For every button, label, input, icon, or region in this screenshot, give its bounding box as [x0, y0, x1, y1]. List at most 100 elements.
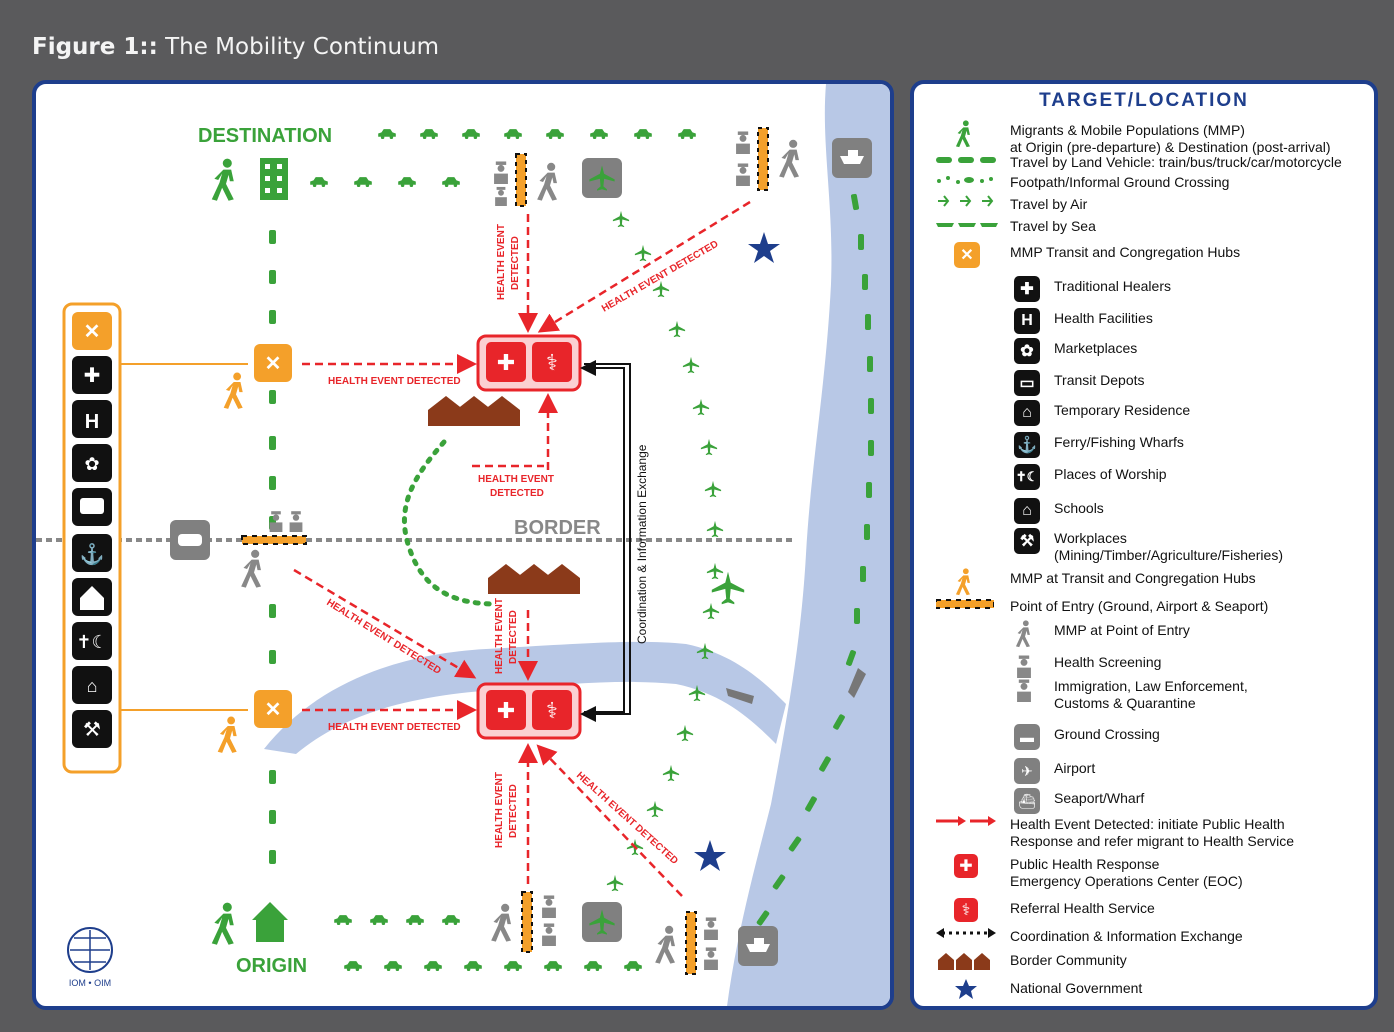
- legend-item-line1: Health Event Detected: initiate Public H…: [1010, 816, 1285, 832]
- legend-item-line1: Coordination & Information Exchange: [1010, 928, 1243, 944]
- poe-origin-seaport: [655, 911, 718, 975]
- iom-logo: IOM • OIM: [67, 927, 113, 988]
- legend-item-line1: Workplaces: [1054, 530, 1127, 546]
- legend-item-line1: Point of Entry (Ground, Airport & Seapor…: [1010, 598, 1269, 614]
- legend-item-text: Travel by Sea: [1010, 218, 1096, 235]
- legend-item-line1: Temporary Residence: [1054, 402, 1191, 418]
- legend-item-text: Health Screening: [1054, 654, 1161, 671]
- river-ship: [726, 688, 754, 704]
- hed-vertical-top-1: HEALTH EVENT: [496, 224, 507, 300]
- legend-item-line1: Transit Depots: [1054, 372, 1145, 388]
- legend-item-line1: Referral Health Service: [1010, 900, 1155, 916]
- legend-item-line1: Public Health Response: [1010, 856, 1160, 872]
- hed-vertical-bot-1: HEALTH EVENT: [494, 772, 505, 848]
- legend-item-line1: MMP Transit and Congregation Hubs: [1010, 244, 1241, 260]
- legend-item-line1: Migrants & Mobile Populations (MMP): [1010, 122, 1245, 138]
- national-government-star-upper: [748, 232, 780, 263]
- svg-text:✕: ✕: [84, 321, 101, 343]
- car-badge-icon: ▬: [1014, 724, 1040, 750]
- sea-route: [756, 193, 874, 926]
- poe-origin-airport: [491, 891, 556, 953]
- immigration-icon: [1014, 676, 1034, 707]
- map-panel: BORDER DESTINATION ORIGIN ✕ ✚ H ✿ ⚓ ✝☾: [32, 80, 894, 1010]
- sea-area: [727, 84, 890, 1006]
- plane-badge-icon: ✈: [1014, 758, 1040, 784]
- eoc-icon: ✚: [954, 854, 978, 878]
- air-icon: [936, 194, 998, 213]
- legend-item-line2: (Mining/Timber/Agriculture/Fisheries): [1054, 547, 1283, 563]
- healer-icon: ✚: [1014, 276, 1040, 302]
- red-arrow-icon: [936, 814, 998, 832]
- hed-vertical-mid-2: DETECTED: [508, 610, 519, 664]
- land-vehicle-icon: [936, 152, 998, 170]
- origin-cars-bottom: [344, 961, 642, 971]
- figure-prefix: Figure 1::: [32, 34, 158, 60]
- legend-item: Travel by Land Vehicle: train/bus/truck/…: [914, 152, 1374, 172]
- health-event-labels: HEALTH EVENT DETECTED HEALTH EVENT DETEC…: [324, 224, 720, 867]
- hed-community-line2: DETECTED: [490, 488, 544, 499]
- legend-item-text: Referral Health Service: [1010, 900, 1155, 917]
- figure-title: Figure 1:: The Mobility Continuum: [32, 34, 439, 60]
- legend-item-line1: Travel by Sea: [1010, 218, 1096, 234]
- legend-item: ✈ Airport: [914, 758, 1374, 784]
- legend-item: ✕MMP Transit and Congregation Hubs: [914, 242, 1374, 268]
- legend-panel: TARGET/LOCATION Migrants & Mobile Popula…: [910, 80, 1378, 1010]
- svg-text:⚒: ⚒: [83, 719, 101, 741]
- river: [264, 641, 786, 754]
- legend-item-line1: Travel by Air: [1010, 196, 1088, 212]
- border-community-upper: [428, 396, 520, 426]
- poe-destination-seaport: [736, 127, 799, 191]
- legend-item: ⚓Ferry/Fishing Wharfs: [914, 432, 1374, 458]
- legend-item: Footpath/Informal Ground Crossing: [914, 172, 1374, 192]
- legend-item: ⛴ Seaport/Wharf: [914, 788, 1374, 814]
- legend-item-line1: Traditional Healers: [1054, 278, 1171, 294]
- svg-text:⚕: ⚕: [546, 350, 558, 375]
- legend-item-text: Footpath/Informal Ground Crossing: [1010, 174, 1229, 191]
- hed-label-upper: HEALTH EVENT DETECTED: [328, 376, 461, 387]
- legend-item-text: Immigration, Law Enforcement,Customs & Q…: [1054, 678, 1248, 712]
- coordination-label: Coordination & Information Exchange: [635, 444, 649, 644]
- legend-item-text: Airport: [1054, 760, 1095, 777]
- legend-item-line1: Airport: [1054, 760, 1096, 776]
- legend-item-text: Temporary Residence: [1054, 402, 1190, 419]
- ship-badge-icon: ⛴: [1014, 788, 1040, 814]
- barrier-icon: [935, 596, 995, 614]
- destination-building: [260, 158, 288, 200]
- iom-logo-text: IOM • OIM: [69, 978, 111, 988]
- svg-text:✚: ✚: [497, 698, 515, 723]
- legend-item-line1: Footpath/Informal Ground Crossing: [1010, 174, 1230, 190]
- legend-item-text: Marketplaces: [1054, 340, 1137, 357]
- legend-item: Border Community: [914, 950, 1374, 970]
- legend-item-text: Transit Depots: [1054, 372, 1145, 389]
- legend-item-text: Ground Crossing: [1054, 726, 1160, 743]
- svg-text:✿: ✿: [84, 454, 99, 474]
- legend-item-text: Seaport/Wharf: [1054, 790, 1144, 807]
- legend-item-text: Workplaces(Mining/Timber/Agriculture/Fis…: [1054, 530, 1283, 564]
- svg-text:✕: ✕: [265, 699, 282, 721]
- orange-walker-upper: [223, 372, 243, 409]
- national-government-star-lower: [694, 840, 726, 871]
- legend-title: TARGET/LOCATION: [1039, 90, 1249, 111]
- sea-ship: [848, 668, 866, 698]
- legend-item: Immigration, Law Enforcement,Customs & Q…: [914, 676, 1374, 712]
- legend-item-text: Traditional Healers: [1054, 278, 1171, 295]
- legend-item-text: Health Facilities: [1054, 310, 1153, 327]
- eoc-origin: ✚ ⚕: [476, 682, 582, 740]
- legend-item: ▬ Ground Crossing: [914, 724, 1374, 750]
- mobility-map: BORDER DESTINATION ORIGIN ✕ ✚ H ✿ ⚓ ✝☾: [36, 84, 890, 1006]
- legend-item-text: Border Community: [1010, 952, 1127, 969]
- destination-cars-top: [378, 129, 696, 139]
- legend-item-text: Health Event Detected: initiate Public H…: [1010, 816, 1294, 850]
- legend-item-text: Schools: [1054, 500, 1104, 517]
- legend-item-line1: Health Facilities: [1054, 310, 1153, 326]
- legend-item-line1: Places of Worship: [1054, 466, 1167, 482]
- legend-item-text: MMP at Transit and Congregation Hubs: [1010, 570, 1256, 587]
- orange-walker-lower: [217, 716, 237, 753]
- footpath-crossing: [401, 439, 499, 607]
- legend-item-line1: Seaport/Wharf: [1054, 790, 1145, 806]
- legend-item: Migrants & Mobile Populations (MMP)at Or…: [914, 120, 1374, 155]
- destination-cars-second: [310, 177, 460, 187]
- hed-vertical-top-2: DETECTED: [510, 236, 521, 290]
